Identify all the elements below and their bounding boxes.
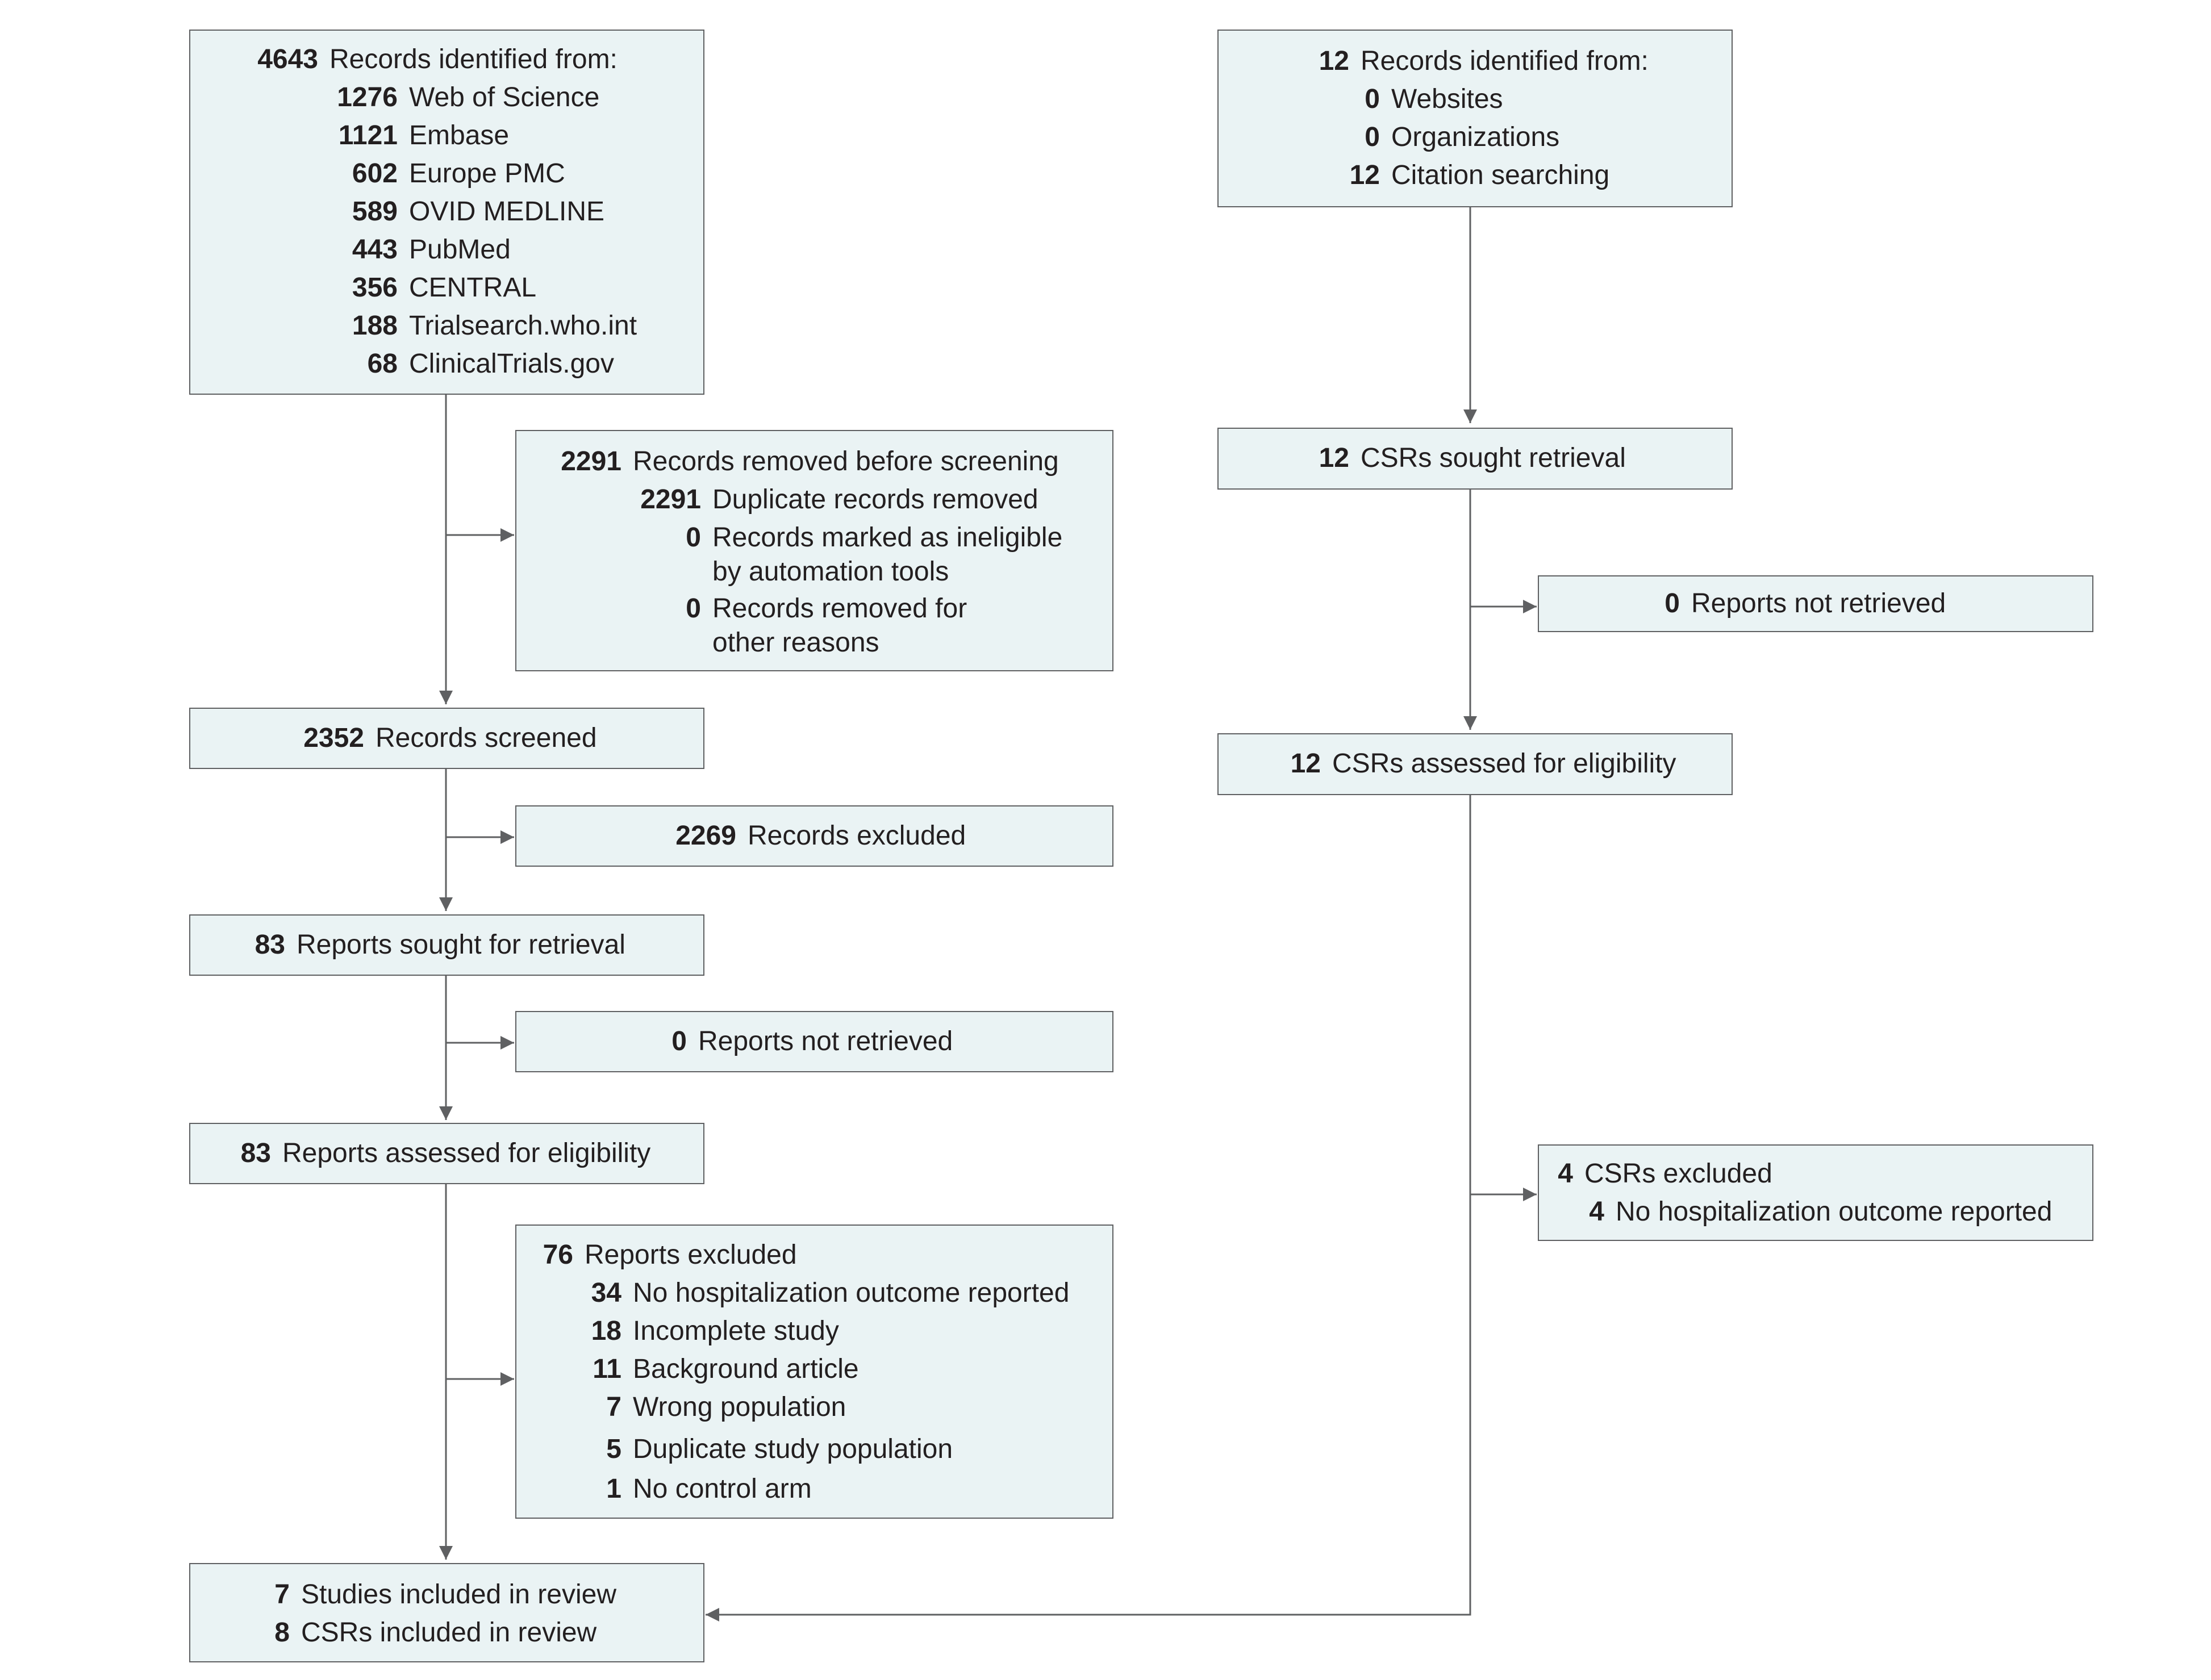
count: 12 (1290, 749, 1321, 779)
included-in-review-box: 7 Studies included in review 8 CSRs incl… (189, 1563, 704, 1662)
label: Reports sought for retrieval (297, 930, 625, 960)
label: No hospitalization outcome reported (633, 1278, 1070, 1308)
label: CSRs included in review (301, 1618, 597, 1648)
arrow-csrs-assessed-to-included (706, 795, 1471, 1622)
label: Organizations (1391, 122, 1560, 152)
csrs-not-retrieved-box: 0 Reports not retrieved (1538, 575, 2093, 632)
label: Records marked as ineligible (712, 523, 1063, 553)
label: No hospitalization outcome reported (1616, 1197, 2053, 1227)
count: 8 (274, 1618, 290, 1648)
count: 1121 (338, 120, 398, 151)
label: Citation searching (1391, 160, 1610, 190)
count: 12 (1319, 46, 1349, 76)
label: Records screened (376, 723, 597, 753)
count: 76 (543, 1240, 573, 1270)
label: Studies included in review (301, 1579, 616, 1610)
records-identified-databases-box: 4643 Records identified from: 1276 Web o… (189, 30, 704, 395)
count: 4 (1558, 1159, 1573, 1189)
label: Incomplete study (633, 1316, 839, 1346)
reports-sought-box: 83 Reports sought for retrieval (189, 914, 704, 976)
label: Reports not retrieved (698, 1026, 953, 1056)
count: 83 (255, 930, 285, 960)
count: 12 (1319, 443, 1349, 473)
label: Duplicate records removed (712, 484, 1038, 515)
csrs-sought-box: 12 CSRs sought retrieval (1217, 428, 1733, 490)
label: Embase (409, 120, 510, 151)
count: 11 (593, 1354, 621, 1384)
label: OVID MEDLINE (409, 197, 605, 227)
label: Records excluded (748, 821, 966, 851)
count: 2352 (303, 723, 364, 753)
csrs-excluded-box: 4 CSRs excluded 4 No hospitalization out… (1538, 1144, 2093, 1241)
reports-assessed-box: 83 Reports assessed for eligibility (189, 1123, 704, 1184)
count: 68 (367, 349, 398, 379)
label: ClinicalTrials.gov (409, 349, 614, 379)
label: Trialsearch.who.int (409, 311, 637, 341)
label: CSRs sought retrieval (1361, 443, 1626, 473)
count: 1276 (337, 82, 398, 112)
label: CENTRAL (409, 273, 537, 303)
records-screened-box: 2352 Records screened (189, 708, 704, 769)
count: 7 (274, 1579, 290, 1610)
label: Europe PMC (409, 158, 565, 189)
count: 0 (1664, 588, 1680, 618)
count: 589 (352, 197, 398, 227)
label: Wrong population (633, 1392, 846, 1422)
count: 2291 (561, 446, 621, 477)
label: Records identified from: (1361, 46, 1649, 76)
count: 4 (1589, 1197, 1604, 1227)
count: 7 (606, 1392, 621, 1422)
count: 0 (1365, 122, 1380, 152)
count: 2269 (675, 821, 736, 851)
label: CSRs assessed for eligibility (1332, 749, 1676, 779)
count: 602 (352, 158, 398, 189)
label: Records removed before screening (633, 446, 1059, 477)
label: CSRs excluded (1584, 1159, 1772, 1189)
label: by automation tools (712, 557, 949, 587)
label: Web of Science (409, 82, 600, 112)
label: Records identified from: (329, 44, 618, 74)
label: Websites (1391, 84, 1503, 114)
count: 4643 (257, 44, 318, 74)
count: 1 (606, 1474, 621, 1504)
count: 2291 (640, 484, 701, 515)
count: 83 (240, 1138, 271, 1168)
reports-not-retrieved-box: 0 Reports not retrieved (515, 1011, 1113, 1072)
count: 0 (686, 523, 701, 553)
count: 188 (352, 311, 398, 341)
label: Duplicate study population (633, 1434, 953, 1464)
label: Reports excluded (585, 1240, 797, 1270)
label: Reports assessed for eligibility (282, 1138, 651, 1168)
count: 356 (352, 273, 398, 303)
records-excluded-box: 2269 Records excluded (515, 805, 1113, 867)
label: Records removed for (712, 594, 967, 624)
records-removed-before-screening-box: 2291 Records removed before screening 22… (515, 430, 1113, 671)
csrs-assessed-box: 12 CSRs assessed for eligibility (1217, 733, 1733, 795)
count: 0 (671, 1026, 687, 1056)
count: 5 (606, 1434, 621, 1464)
label: Reports not retrieved (1691, 588, 1946, 618)
count: 18 (591, 1316, 621, 1346)
label: No control arm (633, 1474, 812, 1504)
label: other reasons (712, 628, 879, 658)
label: PubMed (409, 235, 511, 265)
count: 0 (1365, 84, 1380, 114)
reports-excluded-box: 76 Reports excluded 34 No hospitalizatio… (515, 1225, 1113, 1519)
records-identified-other-box: 12 Records identified from: 0 Websites 0… (1217, 30, 1733, 207)
label: Background article (633, 1354, 859, 1384)
count: 0 (686, 594, 701, 624)
count: 34 (591, 1278, 621, 1308)
count: 443 (352, 235, 398, 265)
count: 12 (1349, 160, 1380, 190)
